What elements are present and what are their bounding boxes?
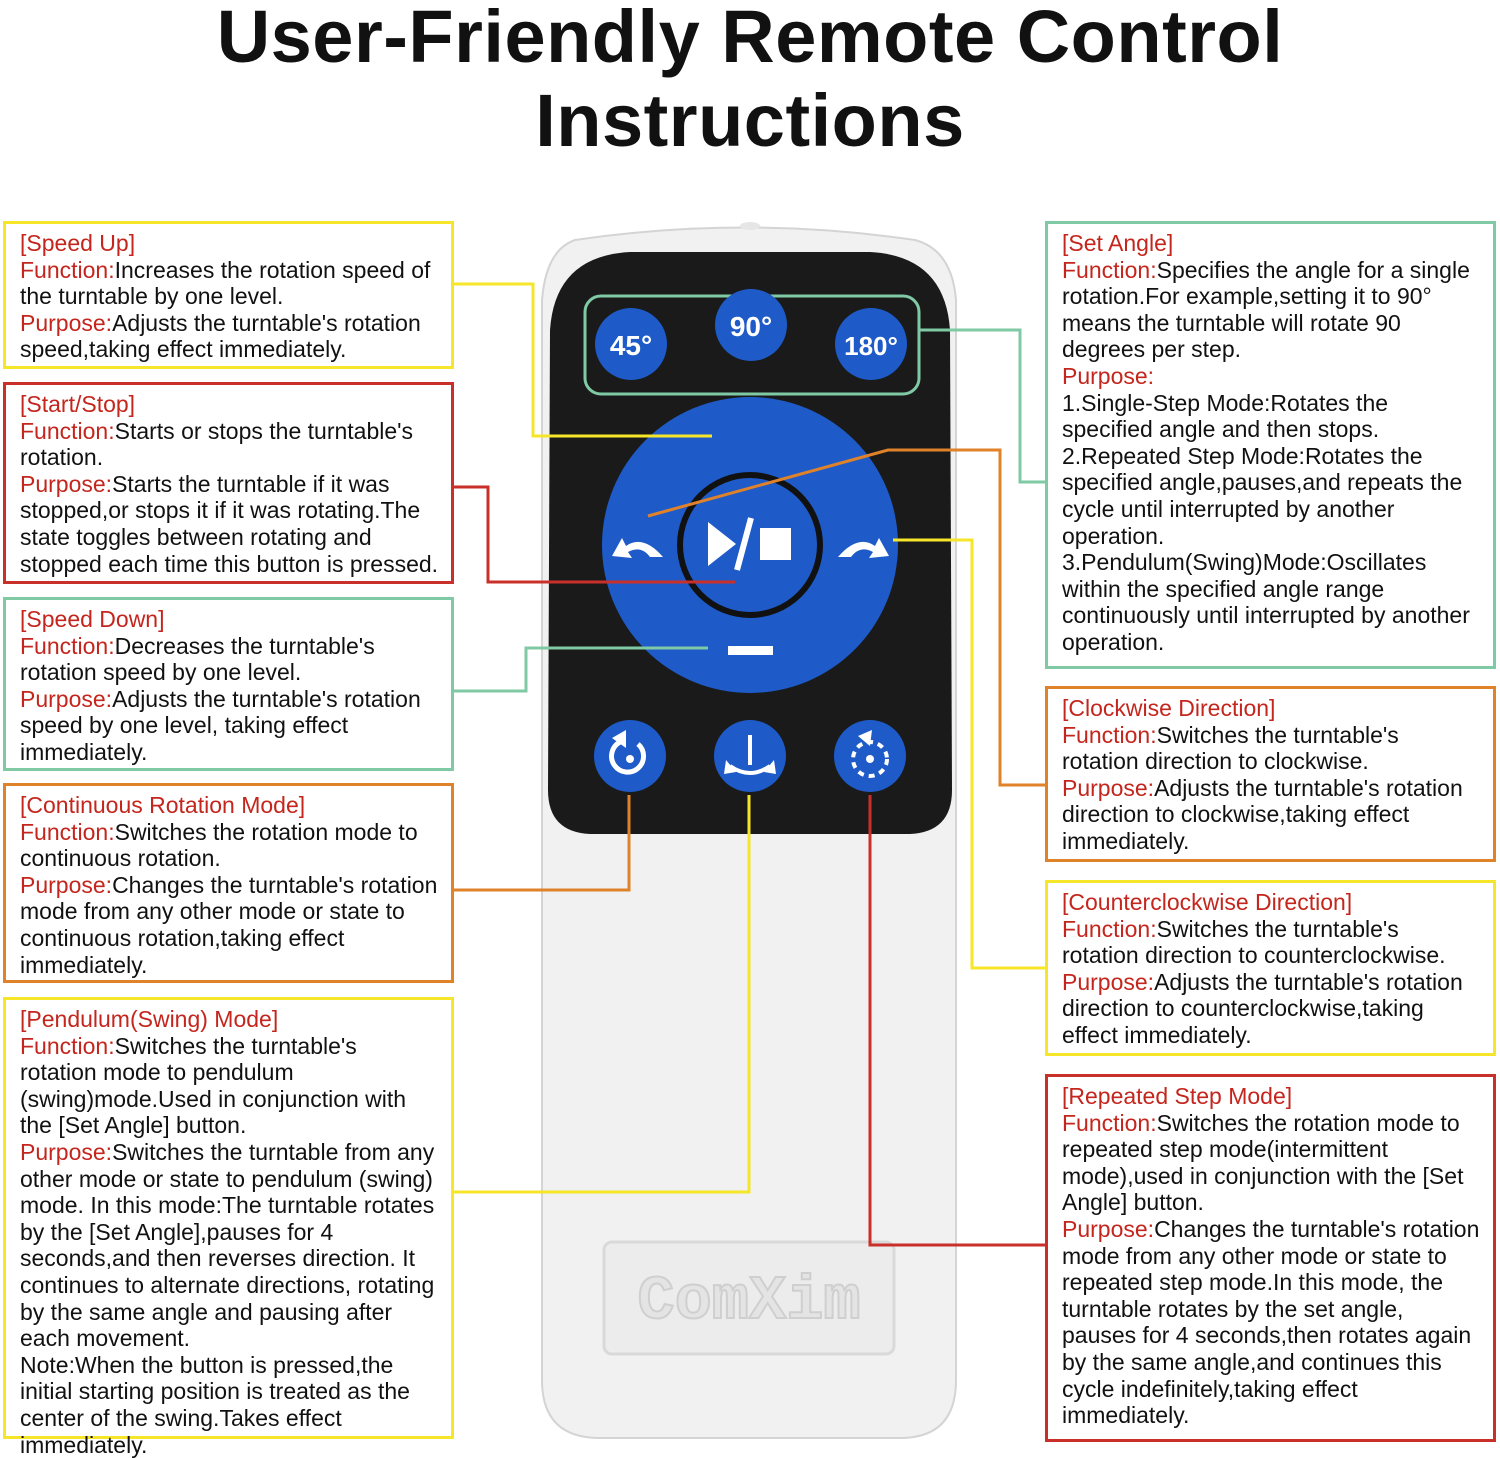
continuous-rotation-icon [609,730,647,775]
continuous-heading: [Continuous Rotation Mode] [20,792,306,818]
box-speed-up: [Speed Up] Function:Increases the rotati… [3,221,454,369]
counterclockwise-heading: [Counterclockwise Direction] [1062,889,1353,915]
speed-up-heading: [Speed Up] [20,230,136,256]
counterclockwise-function-text: Switches the turntable's rotation direct… [1062,915,1446,969]
connector-speed-down [452,646,708,693]
box-counterclockwise-direction: [Counterclockwise Direction] Function:Sw… [1045,880,1496,1056]
box-pendulum-mode: [Pendulum(Swing) Mode] Function:Switches… [3,997,454,1458]
set-angle-item-3: 3.Pendulum(Swing)Mode:Oscillates within … [1062,549,1470,655]
counterclockwise-arrow-icon [612,538,663,558]
page-title-line2: Instructions [535,79,965,162]
start-stop-function-text: Starts or stops the turntable's rotation… [20,417,414,471]
connector-counterclockwise [893,538,1047,970]
speed-up-purpose-text: Adjusts the turntable's rotation speed,t… [20,309,421,363]
pendulum-note: Note:When the button is pressed,the init… [20,1351,410,1458]
speed-down-heading: [Speed Down] [20,606,165,632]
connector-repeated-step [868,795,1047,1247]
repeated-step-purpose-text: Changes the turntable's rotation mode fr… [1062,1215,1480,1429]
clockwise-arrow-icon [838,538,889,558]
continuous-purpose-text: Changes the turntable's rotation mode fr… [20,871,438,978]
connector-start-stop [452,485,735,584]
connector-pendulum [452,795,751,1194]
start-stop-button [677,472,823,618]
counterclockwise-purpose-text: Adjusts the turntable's rotation directi… [1062,968,1463,1048]
continuous-purpose-label: Purpose: [20,871,113,898]
pendulum-purpose-label: Purpose: [20,1138,113,1165]
remote-top-nub [740,222,760,230]
continuous-function-text: Switches the rotation mode to continuous… [20,818,418,872]
speed-down-function-label: Function: [20,632,115,659]
set-angle-heading: [Set Angle] [1062,230,1174,256]
clockwise-purpose-label: Purpose: [1062,774,1155,801]
connector-clockwise [647,448,1047,787]
angle-45-label: 45° [610,330,652,361]
speed-up-function-text: Increases the rotation speed of the turn… [20,256,431,310]
repeated-step-function-text: Switches the rotation mode to repeated s… [1062,1109,1464,1216]
speed-down-minus-icon [728,646,773,655]
connector-set-angle [919,328,1047,484]
pendulum-function-label: Function: [20,1032,115,1059]
angle-45-button [595,308,667,380]
clockwise-function-label: Function: [1062,721,1157,748]
set-angle-function-text: Specifies the angle for a single rotatio… [1062,256,1470,363]
set-angle-item-2: 2.Repeated Step Mode:Rotates the specifi… [1062,442,1463,549]
box-set-angle: [Set Angle] Function:Specifies the angle… [1045,221,1496,669]
start-stop-function-label: Function: [20,417,115,444]
pendulum-function-text: Switches the turntable's rotation mode t… [20,1032,407,1139]
angle-180-button [835,308,907,380]
speed-up-function-label: Function: [20,256,115,283]
brand-logo: ComXim [637,1266,860,1337]
repeated-step-icon [851,730,889,778]
speed-down-function-text: Decreases the turntable's rotation speed… [20,632,375,686]
box-start-stop: [Start/Stop] Function:Starts or stops th… [3,382,454,584]
repeated-step-function-label: Function: [1062,1109,1157,1136]
set-angle-purpose-label: Purpose: [1062,362,1155,389]
start-stop-heading: [Start/Stop] [20,391,136,417]
angle-90-label: 90° [730,311,772,342]
counterclockwise-function-label: Function: [1062,915,1157,942]
logo-plate [602,1240,896,1356]
box-repeated-step-mode: [Repeated Step Mode] Function:Switches t… [1045,1074,1496,1442]
play-pause-stop-icon [708,517,791,571]
set-angle-item-1: 1.Single-Step Mode:Rotates the specified… [1062,389,1389,443]
start-stop-purpose-label: Purpose: [20,470,113,497]
connector-speed-up [452,282,712,438]
box-clockwise-direction: [Clockwise Direction] Function:Switches … [1045,686,1496,862]
angle-180-label: 180° [844,331,898,361]
connector-continuous [452,795,631,892]
angle-90-button [715,289,787,361]
counterclockwise-purpose-label: Purpose: [1062,968,1155,995]
speed-down-purpose-text: Adjusts the turntable's rotation speed b… [20,685,421,765]
speed-down-purpose-label: Purpose: [20,685,113,712]
box-speed-down: [Speed Down] Function:Decreases the turn… [3,597,454,771]
pendulum-heading: [Pendulum(Swing) Mode] [20,1006,279,1032]
pendulum-purpose-text: Switches the turntable from any other mo… [20,1138,435,1352]
repeated-step-purpose-label: Purpose: [1062,1215,1155,1242]
start-stop-purpose-text: Starts the turntable if it was stopped,o… [20,470,439,577]
clockwise-purpose-text: Adjusts the turntable's rotation directi… [1062,774,1463,854]
speed-up-purpose-label: Purpose: [20,309,113,336]
repeated-step-heading: [Repeated Step Mode] [1062,1083,1293,1109]
set-angle-function-label: Function: [1062,256,1157,283]
box-continuous-rotation: [Continuous Rotation Mode] Function:Swit… [3,783,454,983]
page-title-line1: User-Friendly Remote Control [216,0,1284,78]
pendulum-swing-icon [724,735,776,775]
clockwise-heading: [Clockwise Direction] [1062,695,1276,721]
clockwise-function-text: Switches the turntable's rotation direct… [1062,721,1399,775]
continuous-function-label: Function: [20,818,115,845]
